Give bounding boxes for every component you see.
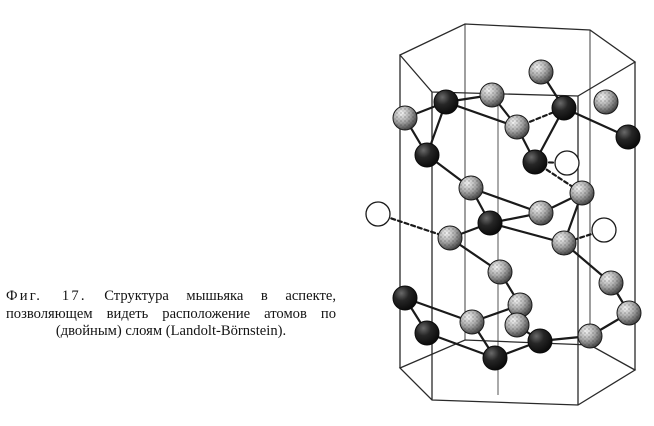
dark-atom bbox=[414, 320, 440, 346]
speckled-atom bbox=[507, 292, 533, 318]
atom-speckle bbox=[529, 60, 553, 84]
figure-caption: Фиг. 17. Структура мышьяка в аспекте, по… bbox=[6, 288, 336, 341]
atom-speckle bbox=[552, 231, 576, 255]
atom-body bbox=[591, 217, 617, 243]
atom-body bbox=[522, 149, 548, 175]
speckled-atom bbox=[528, 59, 554, 85]
atom-speckle bbox=[480, 83, 504, 107]
atom-speckle bbox=[460, 310, 484, 334]
atom-speckle bbox=[505, 115, 529, 139]
atom-speckle bbox=[594, 90, 618, 114]
atom-speckle bbox=[459, 176, 483, 200]
atom-speckle bbox=[570, 181, 594, 205]
dark-atom bbox=[482, 345, 508, 371]
speckled-atom bbox=[551, 230, 577, 256]
atom-body bbox=[554, 150, 580, 176]
figure-label: Фиг. 17. bbox=[6, 288, 87, 304]
atom-bond bbox=[488, 221, 566, 245]
speckled-atom bbox=[593, 89, 619, 115]
speckled-atom bbox=[616, 300, 642, 326]
atom-speckle bbox=[438, 226, 462, 250]
atom-body bbox=[433, 89, 459, 115]
atoms bbox=[365, 59, 642, 371]
atom-bond bbox=[444, 100, 519, 129]
atom-speckle bbox=[529, 201, 553, 225]
atom-speckle bbox=[488, 260, 512, 284]
atom-body bbox=[615, 124, 641, 150]
atom-body bbox=[527, 328, 553, 354]
speckled-atom bbox=[437, 225, 463, 251]
dark-atom bbox=[433, 89, 459, 115]
open-atom bbox=[365, 201, 391, 227]
speckled-atom bbox=[479, 82, 505, 108]
speckled-atom bbox=[504, 114, 530, 140]
atom-body bbox=[477, 210, 503, 236]
speckled-atom bbox=[504, 312, 530, 338]
dark-atom bbox=[414, 142, 440, 168]
atom-body bbox=[414, 320, 440, 346]
dark-atom bbox=[477, 210, 503, 236]
atom-speckle bbox=[505, 313, 529, 337]
open-atom bbox=[554, 150, 580, 176]
speckled-atom bbox=[528, 200, 554, 226]
figure-caption-text: Структура мышьяка в аспекте, позволяющем… bbox=[6, 288, 336, 339]
dark-atom bbox=[392, 285, 418, 311]
speckled-atom bbox=[458, 175, 484, 201]
atom-body bbox=[482, 345, 508, 371]
dark-atom bbox=[527, 328, 553, 354]
atom-speckle bbox=[508, 293, 532, 317]
atom-speckle bbox=[393, 106, 417, 130]
atom-bond bbox=[376, 212, 452, 240]
open-atom bbox=[591, 217, 617, 243]
atom-bond bbox=[533, 160, 569, 165]
atom-speckle bbox=[578, 324, 602, 348]
atom-speckle bbox=[599, 271, 623, 295]
hexagonal-prism-frame bbox=[398, 23, 637, 406]
atom-body bbox=[392, 285, 418, 311]
prism-top-face bbox=[398, 23, 637, 97]
dark-atom bbox=[551, 95, 577, 121]
speckled-atom bbox=[487, 259, 513, 285]
speckled-atom bbox=[577, 323, 603, 349]
atom-speckle bbox=[617, 301, 641, 325]
atom-body bbox=[551, 95, 577, 121]
atom-body bbox=[365, 201, 391, 227]
speckled-atom bbox=[569, 180, 595, 206]
dark-atom bbox=[615, 124, 641, 150]
speckled-atom bbox=[392, 105, 418, 131]
speckled-atom bbox=[459, 309, 485, 335]
speckled-atom bbox=[598, 270, 624, 296]
atom-body bbox=[414, 142, 440, 168]
dark-atom bbox=[522, 149, 548, 175]
